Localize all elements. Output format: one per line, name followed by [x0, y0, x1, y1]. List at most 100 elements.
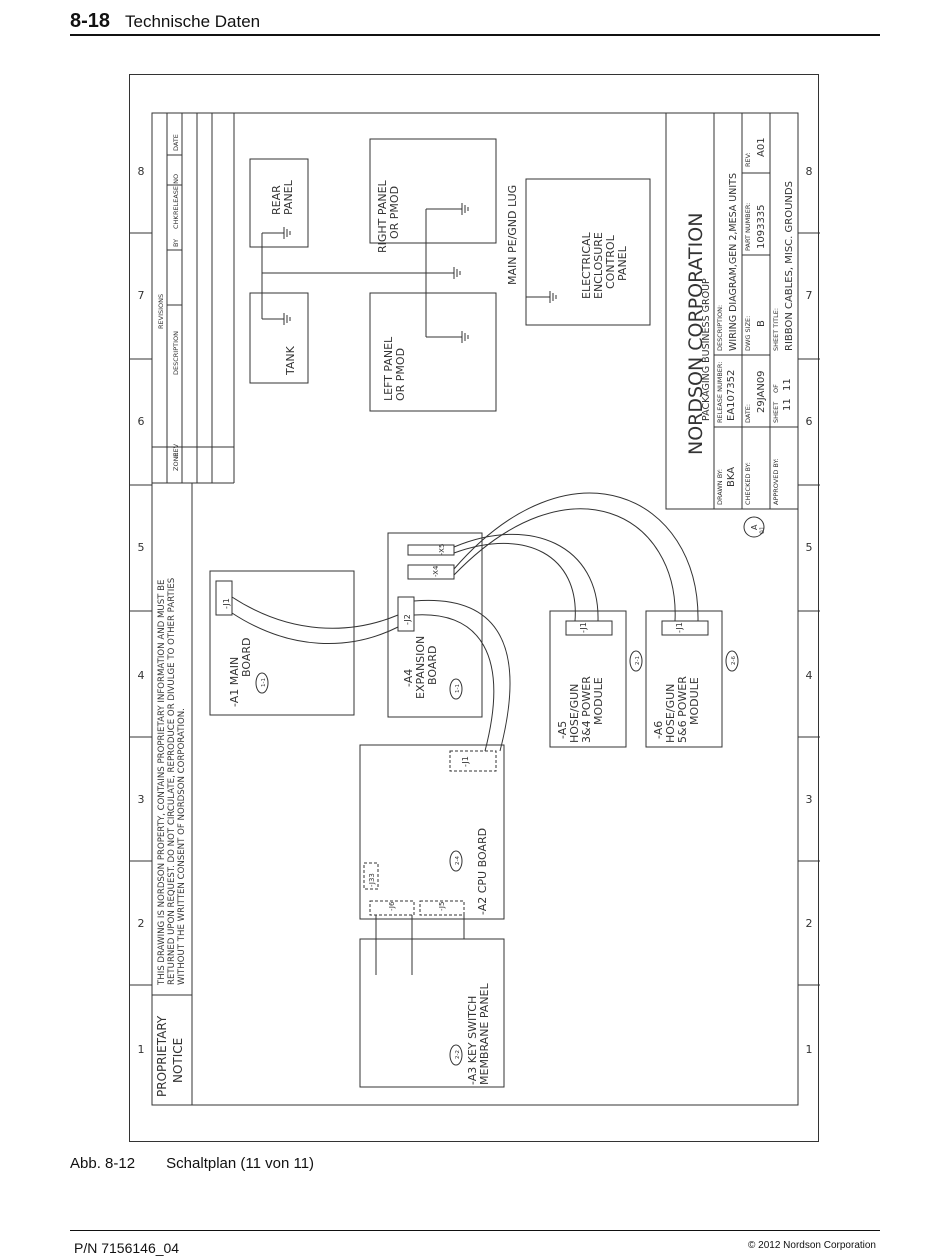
sheet-title-label: SHEET TITLE: [772, 308, 780, 351]
sheet-label: SHEET [772, 402, 780, 423]
proprietary-line-3: WITHOUT THE WRITTEN CONSENT OF NORDSON C… [177, 708, 187, 985]
a6-j1-label: -J1 [675, 622, 684, 633]
rev-value: A01 [756, 137, 767, 157]
zone-6-right: 6 [806, 415, 813, 428]
revisions-title: REVISIONS [157, 294, 165, 329]
main-pe-label: MAIN PE/GND LUG [506, 185, 519, 285]
revisions-rev: REV [172, 443, 180, 457]
date-value: 29JAN09 [756, 370, 767, 413]
zone-6-left: 6 [138, 415, 145, 428]
proprietary-heading: PROPRIETARY [155, 1015, 169, 1097]
zone-1-left: 1 [138, 1043, 145, 1056]
left-panel-label-2: OR PMOD [394, 348, 407, 401]
enclosure-label-3: CONTROL [604, 234, 617, 289]
tank-label: TANK [284, 345, 297, 376]
zone-7-right: 7 [806, 289, 813, 302]
part-number-label: PART NUMBER: [744, 203, 752, 251]
a1-label-2: BOARD [240, 638, 253, 677]
company-name: NORDSON CORPORATION [685, 213, 707, 455]
right-panel-label-1: RIGHT PANEL [376, 179, 389, 253]
a6-label-1: -A6 [652, 721, 665, 739]
page-footer: P/N 7156146_04 © 2012 Nordson Corporatio… [70, 1230, 880, 1256]
a5-j1-label: -J1 [579, 622, 588, 633]
a6-label-2: HOSE/GUN [664, 684, 677, 743]
sheet-number: 11 [782, 398, 793, 411]
rear-panel-label-1: REAR [270, 185, 283, 215]
description-label: DESCRIPTION: [716, 305, 724, 351]
revisions-description: DESCRIPTION [172, 331, 180, 375]
revisions-zone: ZONE [172, 452, 180, 471]
figure-caption: Abb. 8-12 Schaltplan (11 von 11) [70, 1155, 314, 1172]
a5-ref: 2-1 [635, 656, 641, 665]
rev-marker-sub: 01 [759, 526, 766, 534]
a4-label-3: BOARD [426, 646, 439, 685]
right-panel-label-2: OR PMOD [388, 186, 401, 239]
rev-marker: A [750, 524, 759, 530]
revisions-date: DATE [172, 134, 180, 151]
enclosure-label-4: PANEL [616, 245, 629, 281]
a4-x5-label: -X5 [438, 544, 446, 555]
revisions-release: RELEASE NO [172, 174, 180, 215]
figure-label: Abb. 8-12 [70, 1155, 136, 1172]
zone-4-right: 4 [806, 669, 813, 682]
enclosure-label-2: ENCLOSURE [592, 232, 605, 299]
zone-2-left: 2 [138, 917, 145, 930]
zone-4-left: 4 [138, 669, 145, 682]
a6-label-4: MODULE [688, 677, 701, 725]
a3-label-2: MEMBRANE PANEL [478, 982, 491, 1085]
dwg-size: B [756, 320, 767, 327]
a5-label-3: 3&4 POWER [580, 676, 593, 743]
rear-panel-label-2: PANEL [282, 179, 295, 215]
zone-1-right: 1 [806, 1043, 813, 1056]
proprietary-line-1: THIS DRAWING IS NORDSON PROPERTY, CONTAI… [157, 580, 167, 986]
revisions-chk: CHK [172, 215, 180, 229]
proprietary-heading-2: NOTICE [171, 1038, 185, 1083]
a2-j33-label: -J33 [368, 873, 376, 887]
page-header: 8-18 Technische Daten [70, 8, 880, 36]
wiring-diagram: 1 2 3 4 5 6 7 8 1 2 3 4 5 6 7 8 PROPRIET… [130, 112, 820, 1106]
sheet-total: 11 [782, 378, 793, 391]
drawing-frame: 1 2 3 4 5 6 7 8 1 2 3 4 5 6 7 8 PROPRIET… [129, 74, 820, 1142]
zone-3-right: 3 [806, 793, 813, 806]
copyright: © 2012 Nordson Corporation [748, 1240, 876, 1251]
date-label: DATE: [744, 404, 752, 423]
enclosure-label-1: ELECTRICAL [580, 231, 593, 299]
part-number-footer: P/N 7156146_04 [74, 1240, 180, 1256]
a2-j5-label: -J5 [438, 902, 446, 911]
checked-by-label: CHECKED BY: [744, 462, 752, 505]
release-number-label: RELEASE NUMBER: [716, 362, 724, 423]
zone-8-right: 8 [806, 165, 813, 178]
a3-ref: 2-2 [455, 1050, 461, 1059]
left-panel-label-1: LEFT PANEL [382, 336, 395, 401]
a5-label-2: HOSE/GUN [568, 684, 581, 743]
section-title: Technische Daten [125, 12, 261, 31]
drawn-by: BKA [726, 467, 737, 487]
a6-ref: 2-6 [731, 656, 737, 665]
rev-label: REV: [744, 152, 752, 167]
a4-ref: 1-1 [455, 684, 461, 693]
a2-j1-label: -J1 [461, 756, 470, 767]
sheet-title: RIBBON CABLES, MISC. GROUNDS [784, 181, 795, 351]
zone-3-left: 3 [138, 793, 145, 806]
company-group: PACKAGING BUSINESS GROUP [701, 278, 712, 421]
a4-label-2: EXPANSION [414, 636, 427, 699]
a1-label-1: -A1 MAIN [228, 657, 241, 707]
a4-x4-label: -X4 [432, 565, 440, 577]
zone-7-left: 7 [138, 289, 145, 302]
revisions-by: BY [172, 239, 180, 247]
zone-5-right: 5 [806, 541, 813, 554]
proprietary-line-2: RETURNED UPON REQUEST. DO NOT CIRCULATE,… [167, 578, 177, 985]
zone-8-left: 8 [138, 165, 145, 178]
a2-ref: 2-4 [455, 856, 461, 865]
release-number: EA107352 [726, 370, 737, 421]
a2-j6-label: -J6 [388, 901, 396, 911]
approved-by-label: APPROVED BY: [772, 458, 780, 505]
dwg-size-label: DWG SIZE: [744, 316, 752, 351]
zone-5-left: 5 [138, 541, 145, 554]
a5-label-1: -A5 [556, 721, 569, 739]
zone-2-right: 2 [806, 917, 813, 930]
a1-ref: 1-1 [261, 678, 267, 687]
a4-j2-label: -J2 [403, 614, 412, 625]
drawn-by-label: DRAWN BY: [716, 469, 724, 505]
a6-label-3: 5&6 POWER [676, 676, 689, 743]
